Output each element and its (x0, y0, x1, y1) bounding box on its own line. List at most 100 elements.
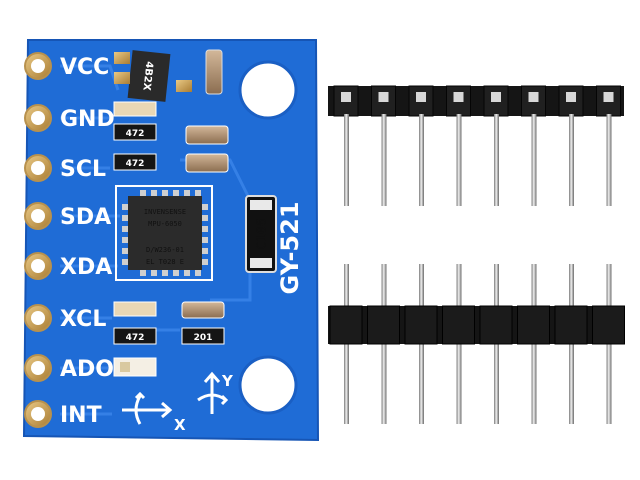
right-angle-pin (494, 114, 499, 206)
chip-lead (140, 190, 146, 196)
mpu6050-chip: INVENSENSE MPU-6050 D/W236-01 EL T028 E (115, 185, 213, 281)
axis-symbols (122, 371, 229, 425)
power-led (113, 357, 157, 377)
chip-text-line2: MPU-6050 (148, 220, 182, 228)
right-angle-pin (456, 114, 462, 206)
resistor-r3: 472 (113, 301, 157, 345)
right-angle-pin (344, 114, 349, 206)
right-angle-pin-tip (566, 92, 576, 102)
pad-hole-sda (31, 209, 45, 223)
chip-lead (173, 190, 179, 196)
pad-hole-gnd (31, 111, 45, 125)
pin-label-int: INT (60, 403, 102, 428)
chip-lead (122, 215, 128, 221)
mounting-hole-top (238, 60, 298, 120)
right-angle-pin-tip (603, 92, 614, 102)
straight-header-segment (442, 305, 475, 345)
pad-hole-int (31, 407, 45, 421)
chip-lead (202, 259, 208, 265)
right-angle-pin-tip (378, 92, 389, 102)
straight-header-segment (404, 305, 438, 345)
chip-leads (122, 190, 208, 276)
pad-hole-ado (31, 361, 45, 375)
chip-lead (122, 204, 128, 210)
pin-labels: VCC GND SCL SDA XDA XCL ADO INT (60, 55, 115, 428)
chip-lead (202, 237, 208, 243)
chip-lead (140, 270, 146, 276)
resistor-r4-label: 201 (194, 333, 213, 343)
gy521-board: VCC GND SCL SDA XDA XCL ADO INT 4B2X 472 472 (22, 39, 320, 442)
right-angle-pin-tip (453, 92, 464, 102)
resistor-r2-label: 472 (126, 159, 145, 169)
straight-header-segment (329, 305, 363, 345)
chip-lead (202, 204, 208, 210)
right-angle-pin-tip (416, 92, 426, 102)
resistor-r3-label: 472 (126, 333, 145, 343)
chip-lead (195, 270, 201, 276)
right-angle-pin (531, 114, 537, 206)
right-angle-pin-tip (491, 92, 501, 102)
capacitor-c106: C106 (245, 195, 277, 273)
pin-pads (24, 52, 52, 428)
pin-label-gnd: GND (60, 107, 115, 132)
right-angle-pin (419, 114, 424, 206)
pin-label-vcc: VCC (60, 55, 109, 80)
straight-header-segment (367, 305, 400, 345)
resistor-r4: 201 (181, 301, 225, 345)
resistor-r2: 472 (113, 153, 157, 171)
straight-header-segment (592, 305, 625, 345)
capacitors-right (185, 125, 229, 173)
chip-lead (184, 270, 190, 276)
chip-lead (122, 248, 128, 254)
right-angle-pin (606, 114, 612, 206)
pin-label-sda: SDA (60, 205, 111, 230)
x-axis-label: X (174, 416, 186, 434)
smd-caps-top (114, 49, 223, 95)
pad-hole-xda (31, 259, 45, 273)
pad-hole-scl (31, 161, 45, 175)
chip-lead (122, 237, 128, 243)
right-angle-pin (381, 114, 387, 206)
chip-lead (202, 248, 208, 254)
chip-lead (122, 226, 128, 232)
chip-lead (151, 190, 157, 196)
pad-hole-xcl (31, 311, 45, 325)
straight-pin-header (328, 264, 625, 424)
pin-label-scl: SCL (60, 157, 106, 182)
chip-lead (202, 215, 208, 221)
chip-lead (151, 270, 157, 276)
regulator-marking: 4B2X (140, 61, 154, 92)
pad-hole-vcc (31, 59, 45, 73)
capacitor-c106-label: C106 (255, 218, 270, 249)
straight-header-segment (517, 305, 550, 345)
chip-lead (162, 190, 168, 196)
straight-header-segment (479, 305, 513, 345)
x-axis-rotation (134, 391, 146, 425)
right-angle-pin (569, 114, 574, 206)
y-axis-label: Y (221, 372, 234, 390)
right-angle-pin-tip (341, 92, 351, 102)
chip-text-line3: D/W236-01 (146, 246, 184, 254)
chip-lead (162, 270, 168, 276)
y-axis-rotation (197, 393, 229, 406)
chip-lead (202, 226, 208, 232)
chip-text-line4: EL T028 E (146, 258, 184, 266)
mounting-hole-bottom (238, 355, 298, 415)
resistor-r1: 472 (113, 101, 157, 141)
board-model-label: GY-521 (276, 201, 304, 294)
chip-lead (195, 190, 201, 196)
chip-lead (173, 270, 179, 276)
voltage-regulator: 4B2X (127, 50, 171, 102)
chip-text-line1: INVENSENSE (144, 208, 186, 216)
chip-lead (184, 190, 190, 196)
right-angle-pin-tip (528, 92, 539, 102)
pin-label-xda: XDA (60, 255, 112, 280)
pin-label-ado: ADO (60, 357, 114, 382)
chip-lead (122, 259, 128, 265)
straight-header-segment (554, 305, 588, 345)
x-axis-arrow (122, 401, 173, 419)
right-angle-pin-header (328, 85, 624, 206)
resistor-r1-label: 472 (126, 129, 145, 139)
pin-label-xcl: XCL (60, 307, 106, 332)
